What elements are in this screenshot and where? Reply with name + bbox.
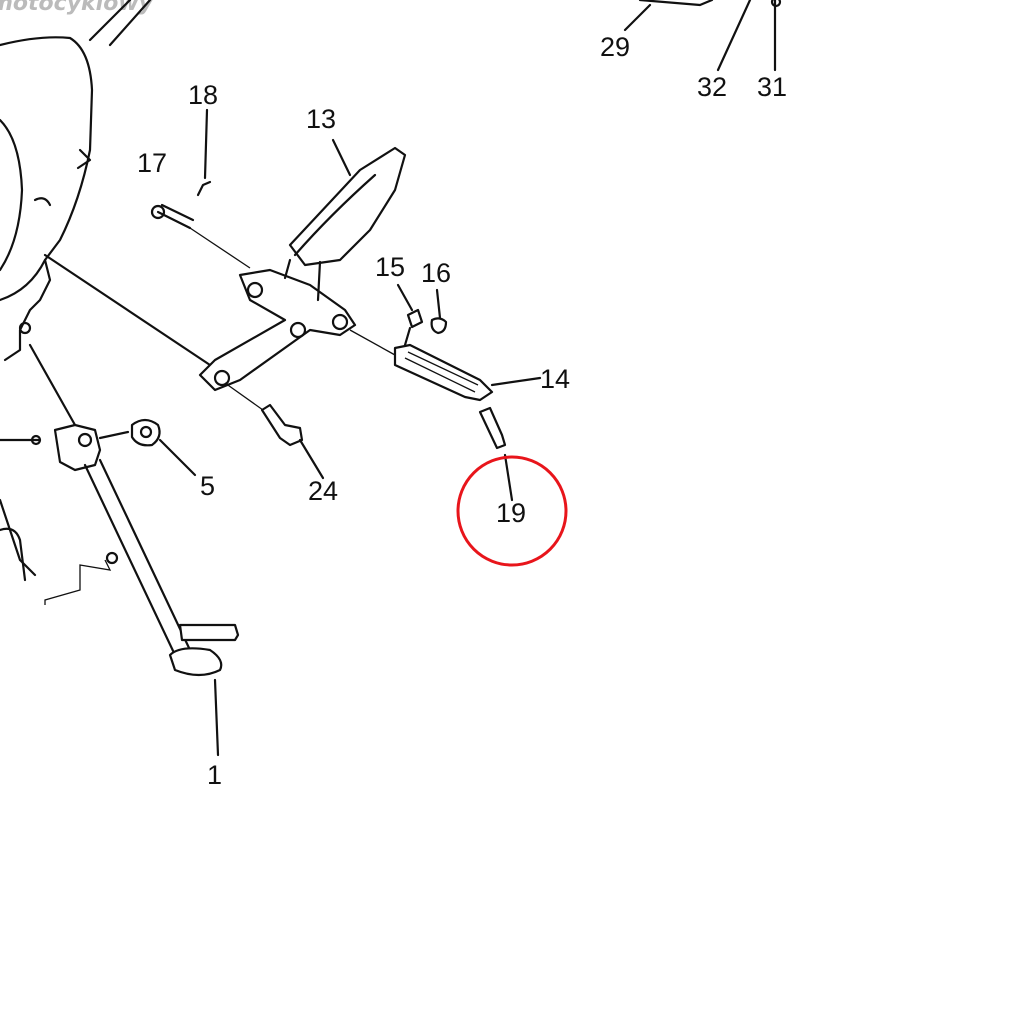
frame-body <box>0 0 152 362</box>
label-13: 13 <box>306 104 336 134</box>
footpeg-14 <box>349 283 542 502</box>
label-29: 29 <box>600 32 630 62</box>
highlight-circle-19 <box>456 455 568 567</box>
watermark: motocyklowy <box>0 0 155 16</box>
label-16: 16 <box>421 258 451 288</box>
label-1: 1 <box>207 760 222 790</box>
side-stand <box>0 343 240 757</box>
label-18: 18 <box>188 80 218 110</box>
label-15: 15 <box>375 252 405 282</box>
label-24: 24 <box>308 476 338 506</box>
label-14: 14 <box>540 364 570 394</box>
label-32: 32 <box>697 72 727 102</box>
label-17: 17 <box>137 148 167 178</box>
heel-guard-13 <box>283 138 407 302</box>
part-29-shape <box>623 0 782 72</box>
bolt-17-18 <box>150 108 251 269</box>
label-5: 5 <box>200 471 215 501</box>
footrest-bracket <box>43 253 357 480</box>
label-31: 31 <box>757 72 787 102</box>
label-19: 19 <box>496 498 526 528</box>
